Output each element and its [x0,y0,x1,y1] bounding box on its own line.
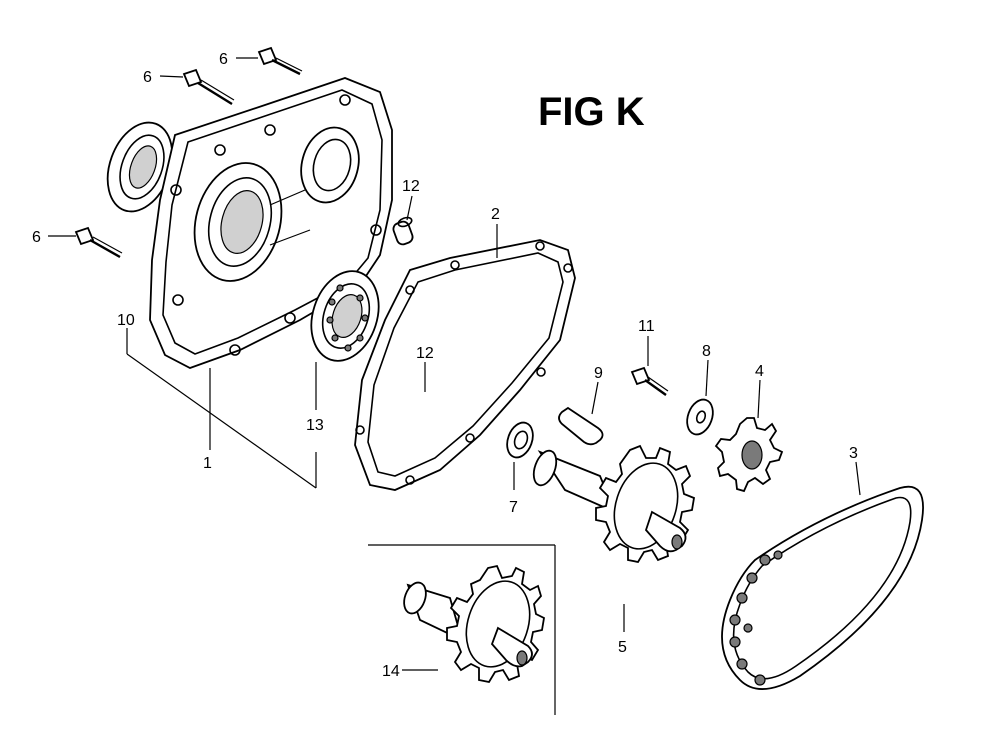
callout-12-lower: 12 [416,345,434,362]
callout-4: 4 [755,363,764,380]
drive-chain-part-3 [721,485,924,690]
callout-14: 14 [382,663,400,680]
callout-7: 7 [509,499,518,516]
callout-6-left: 6 [32,229,41,246]
callout-3: 3 [849,445,858,462]
bolt-part-6-top [257,46,303,76]
washer-part-8 [686,398,714,436]
inset-panel [368,544,556,715]
washer-part-7 [506,421,534,459]
dowel-pin-part-12-upper [392,216,414,246]
key-part-9 [558,406,604,446]
bolt-part-11 [630,366,669,396]
callout-8: 8 [702,343,711,360]
callout-10: 10 [117,312,135,329]
figure-title: FIG K [538,90,645,134]
small-sprocket-part-4 [714,417,784,493]
callout-5: 5 [618,639,627,656]
callout-11: 11 [638,318,655,335]
callout-13: 13 [306,417,324,434]
callout-1: 1 [203,455,212,472]
leader-lines [48,57,861,671]
gasket-part-2 [354,239,576,491]
callout-6-top: 6 [219,51,228,68]
bearing-part-13 [310,270,380,362]
callout-2: 2 [491,206,500,223]
shaft-sprocket-part-5 [532,444,696,564]
bolt-part-6-middle [182,68,235,106]
callout-9: 9 [594,365,603,382]
callout-12-upper: 12 [402,178,420,195]
shaft-sprocket-part-14 [403,564,545,684]
callout-6-middle: 6 [143,69,152,86]
bolt-part-6-left [74,226,123,259]
callout-labels: 6 6 6 10 1 13 12 12 2 11 8 4 9 7 3 5 14 [32,51,858,680]
